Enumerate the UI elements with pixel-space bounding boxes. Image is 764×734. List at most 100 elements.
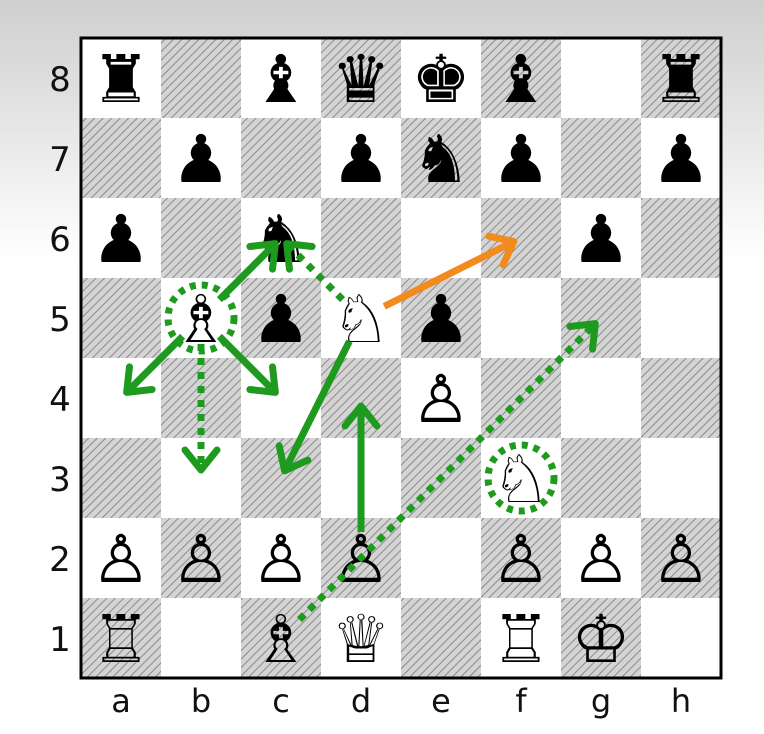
white-pawn-f2[interactable]: ♙ [491,521,550,598]
white-pawn-a2[interactable]: ♙ [91,521,150,598]
square-a1 [81,598,161,678]
square-c5 [241,278,321,358]
black-rook-a8[interactable]: ♜ [91,41,150,118]
square-f1 [481,598,561,678]
square-f2 [481,518,561,598]
arrow-d5-f6 [382,232,518,310]
highlight-f3 [484,441,558,515]
white-pawn-b2[interactable]: ♙ [171,521,230,598]
square-e7 [401,118,481,198]
square-g8 [561,38,641,118]
file-label: e [431,682,451,720]
black-rook-h8[interactable]: ♜ [651,41,710,118]
arrow-c1-g5 [296,320,599,623]
square-a8 [81,38,161,118]
arrow-d2-d4 [341,402,381,532]
black-bishop-f8[interactable]: ♝ [491,41,550,118]
file-label: h [671,682,691,720]
square-a3 [81,438,161,518]
white-rook-a1[interactable]: ♖ [91,601,150,678]
square-b7 [161,118,241,198]
white-rook-f1[interactable]: ♖ [491,601,550,678]
square-h5 [641,278,721,358]
file-label: g [591,682,611,720]
square-a5 [81,278,161,358]
square-h3 [641,438,721,518]
square-c2 [241,518,321,598]
square-g1 [561,598,641,678]
arrow-d5-c3 [275,339,353,475]
square-d5 [321,278,401,358]
file-label: d [351,682,371,720]
arrow-b5-b3 [181,344,221,474]
square-c7 [241,118,321,198]
square-b4 [161,358,241,438]
black-bishop-c8[interactable]: ♝ [251,41,310,118]
arrow-b5-c6 [216,240,279,303]
square-g2 [561,518,641,598]
black-pawn-e5[interactable]: ♟ [411,281,470,358]
black-knight-c6[interactable]: ♞ [251,201,310,278]
square-e8 [401,38,481,118]
square-d8 [321,38,401,118]
white-pawn-h2[interactable]: ♙ [651,521,710,598]
black-pawn-a6[interactable]: ♟ [91,201,150,278]
white-knight-f3[interactable]: ♘ [491,441,550,518]
arrow-d5-c6 [283,240,346,303]
rank-label: 5 [49,300,71,340]
square-e2 [401,518,481,598]
square-g7 [561,118,641,198]
square-h2 [641,518,721,598]
white-pawn-g2[interactable]: ♙ [571,521,630,598]
white-pawn-e4[interactable]: ♙ [411,361,470,438]
black-pawn-h7[interactable]: ♟ [651,121,710,198]
square-b1 [161,598,241,678]
square-g5 [561,278,641,358]
square-h8 [641,38,721,118]
black-pawn-b7[interactable]: ♟ [171,121,230,198]
rank-label: 3 [49,460,71,500]
square-e1 [401,598,481,678]
square-h1 [641,598,721,678]
black-king-e8[interactable]: ♚ [411,41,470,118]
black-pawn-f7[interactable]: ♟ [491,121,550,198]
square-b6 [161,198,241,278]
square-d1 [321,598,401,678]
square-d6 [321,198,401,278]
arrow-b5-c4 [216,333,279,396]
square-b8 [161,38,241,118]
file-label: c [272,682,290,720]
black-knight-e7[interactable]: ♞ [411,121,470,198]
square-a2 [81,518,161,598]
rank-label: 1 [49,620,71,660]
square-b3 [161,438,241,518]
file-label: b [191,682,211,720]
square-g3 [561,438,641,518]
rank-label: 4 [49,380,71,420]
white-pawn-c2[interactable]: ♙ [251,521,310,598]
black-pawn-c5[interactable]: ♟ [251,281,310,358]
rank-label: 7 [49,140,71,180]
black-pawn-g6[interactable]: ♟ [571,201,630,278]
square-c8 [241,38,321,118]
rank-label: 8 [49,60,71,100]
square-f8 [481,38,561,118]
square-a7 [81,118,161,198]
square-b2 [161,518,241,598]
square-f7 [481,118,561,198]
file-label: a [111,682,131,720]
square-e4 [401,358,481,438]
square-h7 [641,118,721,198]
rank-label: 6 [49,220,71,260]
arrow-b5-a4 [123,333,186,396]
white-king-g1[interactable]: ♔ [571,601,630,678]
board-border [79,36,723,680]
square-c1 [241,598,321,678]
square-d7 [321,118,401,198]
black-pawn-d7[interactable]: ♟ [331,121,390,198]
black-queen-d8[interactable]: ♛ [331,41,390,118]
white-queen-d1[interactable]: ♕ [331,601,390,678]
